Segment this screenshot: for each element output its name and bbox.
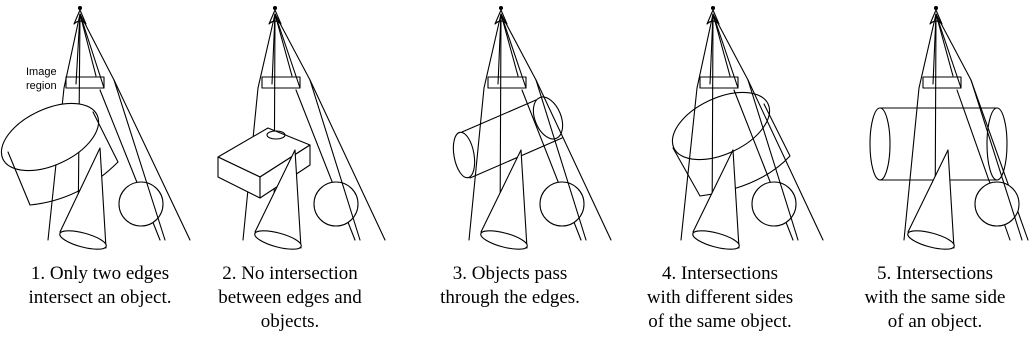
cone	[480, 149, 528, 250]
caption-line: intersect an object.	[28, 287, 172, 308]
cone	[59, 147, 107, 250]
image-region-plane	[261, 76, 301, 89]
caption-line: objects.	[260, 311, 320, 332]
caption-line: 2. No intersection	[222, 263, 358, 284]
panel-1-caption: 1. Only two edges intersect an object.	[0, 262, 200, 310]
panel-4-scene	[671, 5, 824, 250]
image-region-label-line2: region	[26, 80, 57, 92]
panel-5-caption: 5. Intersections with the same side of a…	[835, 262, 1035, 334]
caption-line: through the edges.	[440, 287, 580, 308]
image-region-plane	[699, 76, 739, 89]
sphere	[751, 181, 797, 227]
cylinder-horizontal	[452, 96, 564, 179]
panel-2-caption: 2. No intersection between edges and obj…	[190, 262, 390, 334]
image-region-plane	[487, 76, 527, 89]
caption-line: 4. Intersections	[661, 263, 779, 284]
cone	[907, 149, 955, 250]
caption-line: of an object.	[887, 311, 983, 332]
sphere	[974, 181, 1020, 227]
caption-line: 3. Objects pass	[452, 263, 568, 284]
eye-icon	[494, 5, 508, 25]
sphere	[118, 181, 164, 227]
eye-icon	[268, 5, 282, 25]
panel-5-scene	[869, 5, 1029, 250]
eye-icon	[706, 5, 720, 25]
caption-line: between edges and	[218, 287, 362, 308]
caption-line: 5. Intersections	[876, 263, 994, 284]
panel-1-scene	[0, 5, 191, 250]
panel-3-caption: 3. Objects pass through the edges.	[410, 262, 610, 310]
sphere	[539, 181, 585, 227]
slanted-cylinder	[0, 102, 119, 206]
caption-line: 1. Only two edges	[30, 263, 170, 284]
image-region-label-line1: Image	[26, 66, 57, 78]
cone	[254, 149, 302, 250]
cone	[692, 149, 740, 250]
sphere	[313, 181, 359, 227]
panel-2-scene	[217, 5, 386, 250]
caption-line: with the same side	[864, 287, 1006, 308]
panel-3-scene	[452, 5, 612, 250]
caption-line: with different sides	[646, 287, 794, 308]
image-region-plane	[65, 76, 105, 89]
panel-4-caption: 4. Intersections with different sides of…	[620, 262, 820, 334]
image-region-plane	[922, 76, 962, 89]
caption-line: of the same object.	[648, 311, 792, 332]
